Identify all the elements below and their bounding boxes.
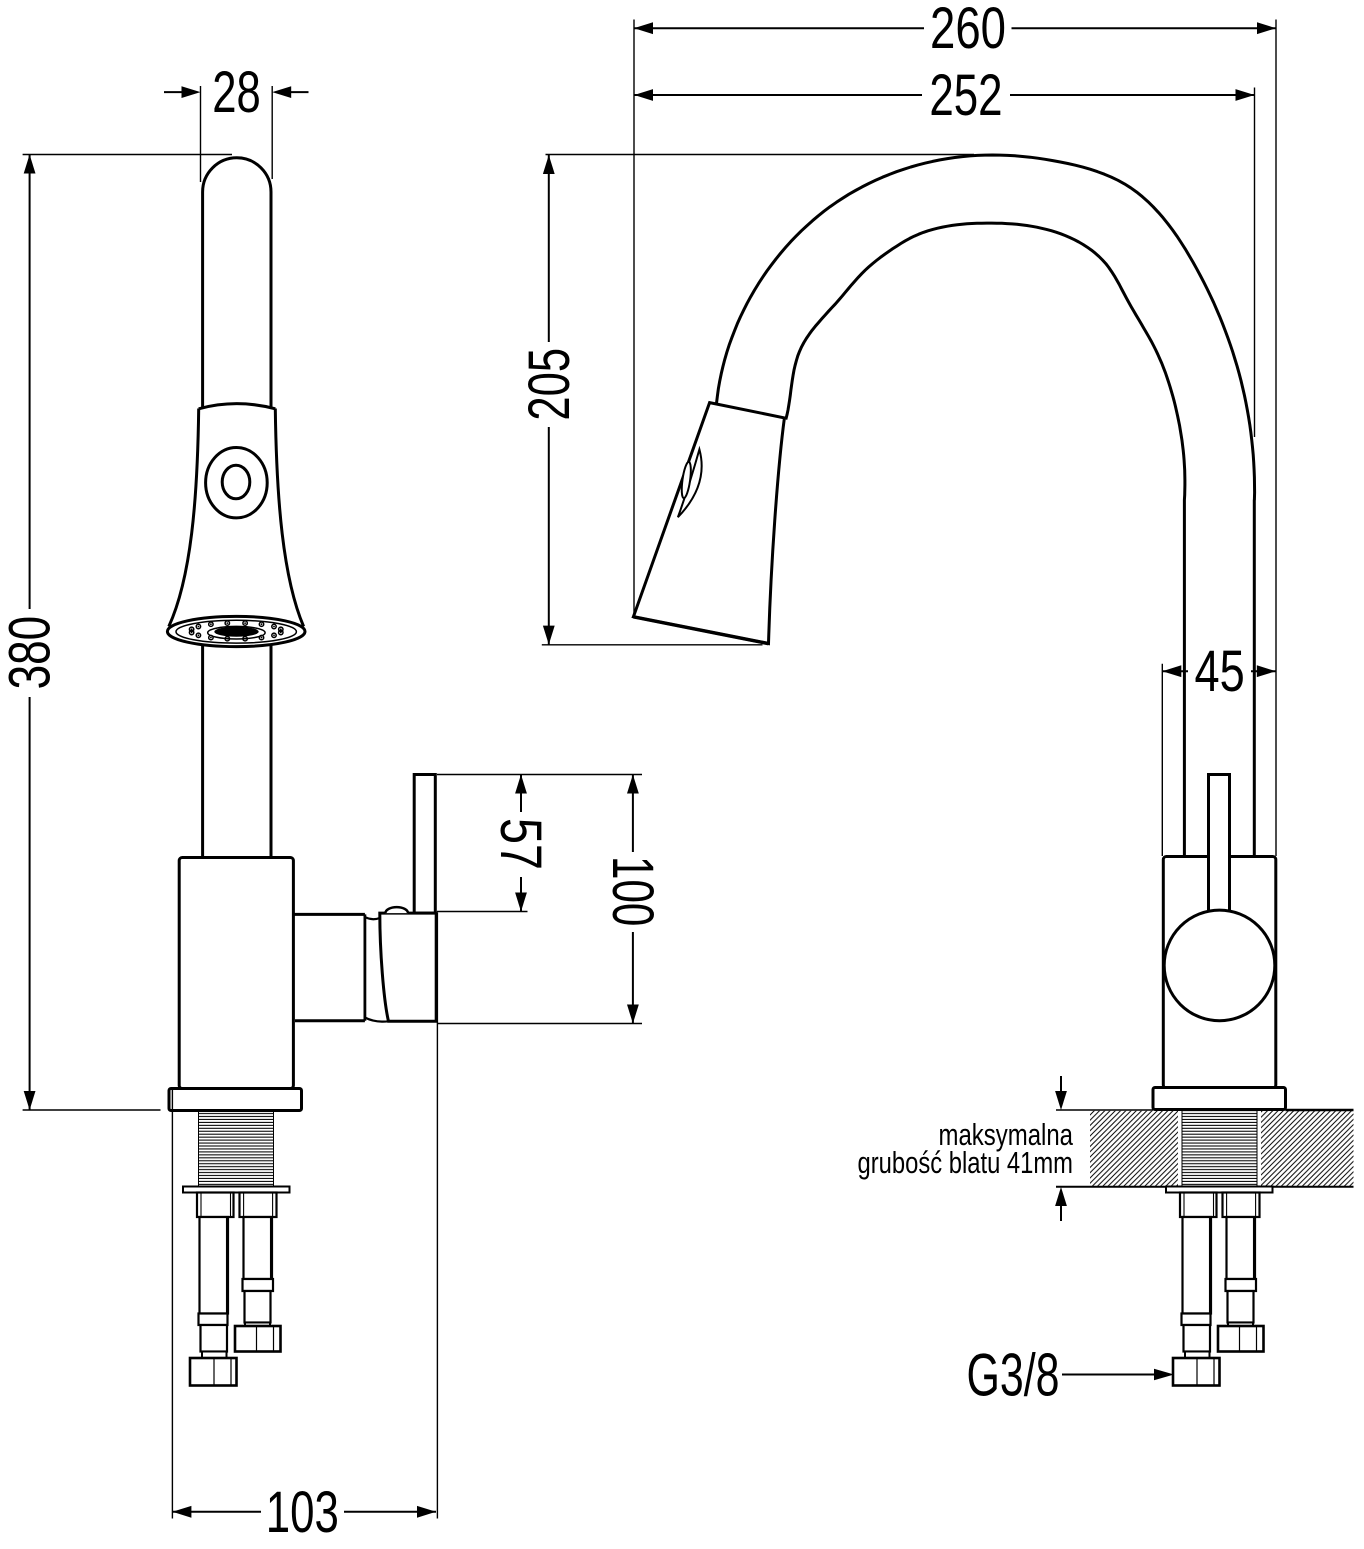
svg-text:57: 57 [488, 818, 553, 870]
svg-text:103: 103 [266, 1480, 339, 1545]
svg-text:252: 252 [929, 63, 1002, 128]
svg-text:grubość blatu 41mm: grubość blatu 41mm [858, 1145, 1074, 1180]
svg-text:380: 380 [0, 616, 63, 690]
svg-text:G3/8: G3/8 [967, 1342, 1060, 1409]
svg-text:100: 100 [600, 856, 665, 926]
svg-text:28: 28 [212, 60, 261, 125]
svg-text:45: 45 [1195, 639, 1245, 704]
svg-text:260: 260 [930, 0, 1006, 61]
svg-text:205: 205 [517, 348, 582, 421]
svg-text:maksymalna: maksymalna [939, 1117, 1074, 1152]
